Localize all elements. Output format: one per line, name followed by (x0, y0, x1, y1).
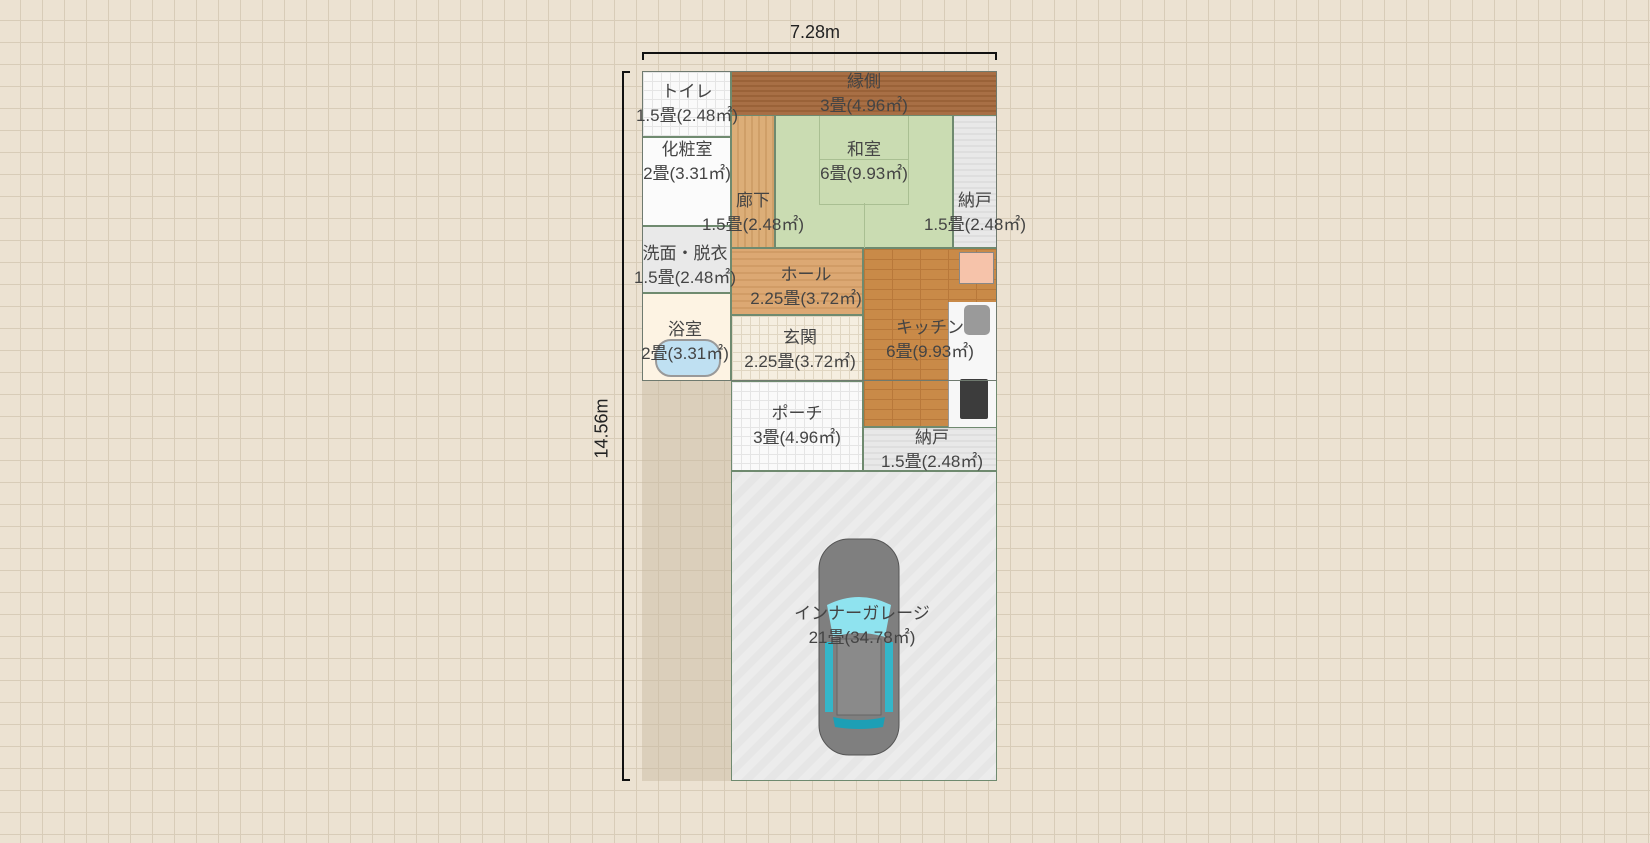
bathtub-icon (655, 339, 721, 377)
room-yokushitsu[interactable] (642, 293, 731, 381)
height-dimension-label: 14.56m (591, 398, 612, 459)
room-roka[interactable] (731, 115, 775, 248)
sink-icon (964, 305, 990, 335)
stove-icon (960, 379, 988, 419)
height-dimension-line (622, 71, 630, 781)
fridge-icon (959, 252, 994, 284)
width-dimension-label: 7.28m (790, 22, 841, 42)
room-washitsu[interactable] (775, 115, 953, 249)
room-senmen[interactable] (642, 226, 731, 293)
room-toilet[interactable] (642, 71, 731, 137)
room-hall[interactable] (731, 248, 863, 315)
room-porch[interactable] (731, 381, 863, 471)
room-nando-2[interactable] (863, 427, 997, 471)
tatami-seam (864, 203, 865, 249)
room-nando-1[interactable] (953, 115, 997, 248)
width-dimension-line (642, 52, 997, 60)
car-icon (818, 538, 900, 756)
room-garage[interactable] (731, 471, 997, 781)
room-keshoshitsu[interactable] (642, 137, 731, 226)
exterior-strip (642, 381, 731, 781)
